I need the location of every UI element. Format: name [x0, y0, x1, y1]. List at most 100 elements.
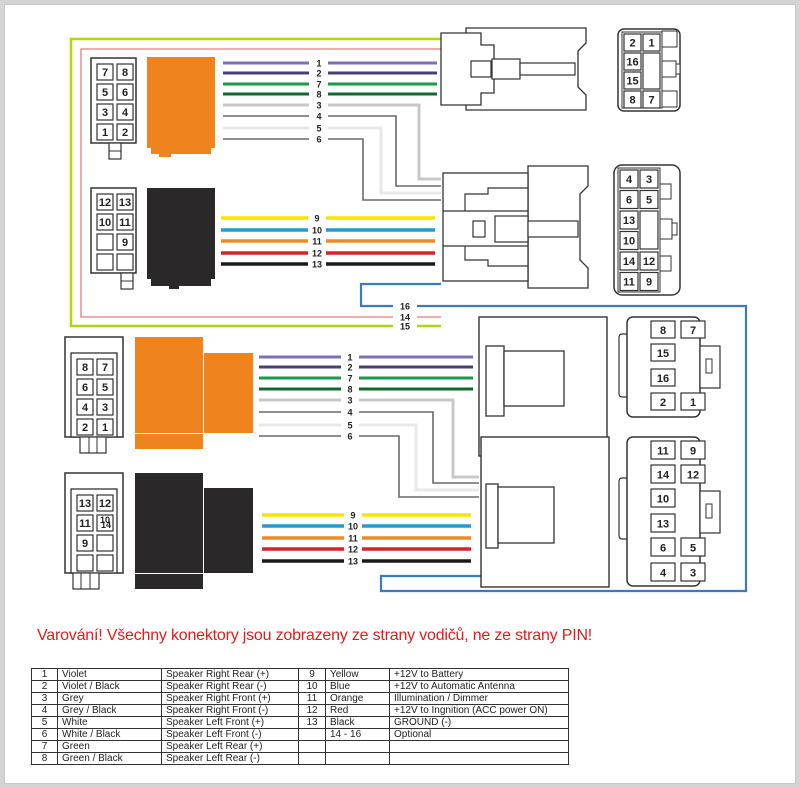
- iso-power-top-pin: [116, 253, 134, 271]
- car-pin-label: 11: [657, 446, 669, 458]
- car-plug-large-bottom-key: [497, 486, 555, 544]
- wire-4-top-right: [328, 115, 441, 187]
- legend-cell-f1: Speaker Left Rear (-): [161, 752, 299, 765]
- car-plug-large-top-key: [494, 215, 529, 243]
- wire-2-top-label: 2: [316, 69, 321, 79]
- iso-power-bottom-pin: [76, 554, 94, 572]
- black-housing-bottom-side: [204, 488, 253, 573]
- legend-cell-n2: 11: [298, 692, 326, 705]
- car-pin-label: 10: [623, 236, 635, 248]
- legend-cell-n2: 13: [298, 716, 326, 729]
- iso-power-bottom-pin-label: 9: [82, 538, 88, 550]
- car-plug-large-top-key-inner: [472, 220, 486, 238]
- car-pin: [650, 513, 676, 533]
- car-pin: [650, 562, 676, 582]
- iso-speaker-bottom-pin: [76, 398, 94, 416]
- car-plug-small-top-key: [491, 58, 521, 80]
- legend-cell-n2: [298, 740, 326, 753]
- car-pin: [650, 537, 676, 557]
- car-pin-label: 1: [690, 397, 696, 409]
- wire-label-15: 14: [400, 313, 410, 323]
- orange-housing-top: [147, 57, 215, 148]
- car-plug-small-top-key-inner: [470, 60, 492, 78]
- car-pin: [639, 251, 659, 271]
- iso-power-top-pin: [116, 213, 134, 231]
- iso-speaker-top-pin: [96, 83, 114, 101]
- orange-housing-bottom-main: [135, 337, 203, 433]
- car-pin: [619, 210, 639, 230]
- iso-power-bottom-pin: [76, 514, 94, 532]
- legend-cell-n1: 4: [31, 704, 58, 717]
- car-pin-label: 12: [687, 470, 699, 482]
- wire-label-gap: [393, 322, 417, 330]
- legend-cell-c1: Grey: [57, 692, 162, 705]
- car-pin: [619, 271, 639, 292]
- legend-cell-c1: Violet / Black: [57, 680, 162, 693]
- wire-11-top-label: 11: [312, 237, 322, 247]
- warning-text: Varování! Všechny konektory jsou zobraze…: [37, 627, 593, 644]
- iso-speaker-top-pin: [116, 63, 134, 81]
- plug-step: [464, 187, 528, 211]
- car-pin-label: 6: [660, 543, 666, 555]
- car-connector-clip: [618, 477, 629, 540]
- wire-13-bottom-label: 13: [348, 557, 358, 567]
- car-connector-latch: [661, 90, 678, 108]
- legend-cell-c1: Green / Black: [57, 752, 162, 765]
- legend-cell-n1: 5: [31, 716, 58, 729]
- car-pin-label: 13: [623, 215, 635, 227]
- car-pin-blank: [639, 210, 659, 250]
- car-pin-label: 10: [657, 494, 669, 506]
- iso-speaker-top-pin-label: 4: [122, 107, 129, 119]
- iso-speaker-top-pin-label: 5: [102, 87, 108, 99]
- car-pin: [642, 33, 661, 52]
- car-plug-small-bottom-rear: [485, 345, 505, 417]
- car-pin: [619, 169, 639, 189]
- pin-label-10: 10: [100, 515, 110, 525]
- iso-speaker-top-pin-label: 3: [102, 107, 108, 119]
- car-plug-small-top-rear: [440, 32, 495, 106]
- wire-12-top-label: 12: [312, 249, 322, 259]
- car-connector-key-tab: [705, 503, 713, 519]
- legend-cell-f2: Optional: [389, 728, 569, 741]
- legend-cell-n1: 6: [31, 728, 58, 741]
- car-plug-small-top-pin: [519, 62, 576, 76]
- iso-speaker-bottom-pin-label: 6: [82, 382, 88, 394]
- iso-speaker-top-pin-label: 8: [122, 67, 128, 79]
- wire-label-gap: [393, 313, 417, 321]
- car-pin: [650, 392, 676, 411]
- car-connector-clip: [618, 333, 628, 398]
- car-pin: [680, 392, 706, 411]
- wire-1-bottom-label: 1: [347, 353, 352, 363]
- legend-cell-f2: +12V to Automatic Antenna: [389, 680, 569, 693]
- car-pin: [680, 320, 706, 339]
- legend-cell-f1: Speaker Left Front (-): [161, 728, 299, 741]
- iso-power-top-pin: [96, 193, 114, 211]
- iso-power-bottom-pin-label: 12: [99, 498, 111, 510]
- legend-cell-f2: [389, 752, 569, 765]
- legend-cell-c1: Green: [57, 740, 162, 753]
- iso-power-top-pin-label: 12: [99, 197, 111, 209]
- iso-power-bottom-pin: [96, 494, 114, 512]
- iso-speaker-bottom-pin-label: 1: [102, 422, 108, 434]
- legend-cell-f1: Speaker Right Front (+): [161, 692, 299, 705]
- legend-cell-f2: [389, 740, 569, 753]
- black-housing-top-tab: [151, 279, 211, 289]
- car-pin: [623, 52, 642, 71]
- car-pin-label: 13: [657, 519, 669, 531]
- car-pin: [639, 169, 659, 189]
- wire-9-bottom-label: 9: [350, 511, 355, 521]
- iso-power-bottom-pin: [96, 534, 114, 552]
- wire-11-bottom-label: 11: [348, 534, 358, 544]
- legend-cell-f2: Illumination / Dimmer: [389, 692, 569, 705]
- wire-6-bottom-label: 6: [347, 432, 352, 442]
- wire-5-bottom-label: 5: [347, 421, 352, 431]
- iso-speaker-bottom-pin-label: 4: [82, 402, 89, 414]
- car-pin: [619, 189, 639, 210]
- legend-cell-c2: [325, 740, 390, 753]
- iso-power-top-pin: [116, 233, 134, 251]
